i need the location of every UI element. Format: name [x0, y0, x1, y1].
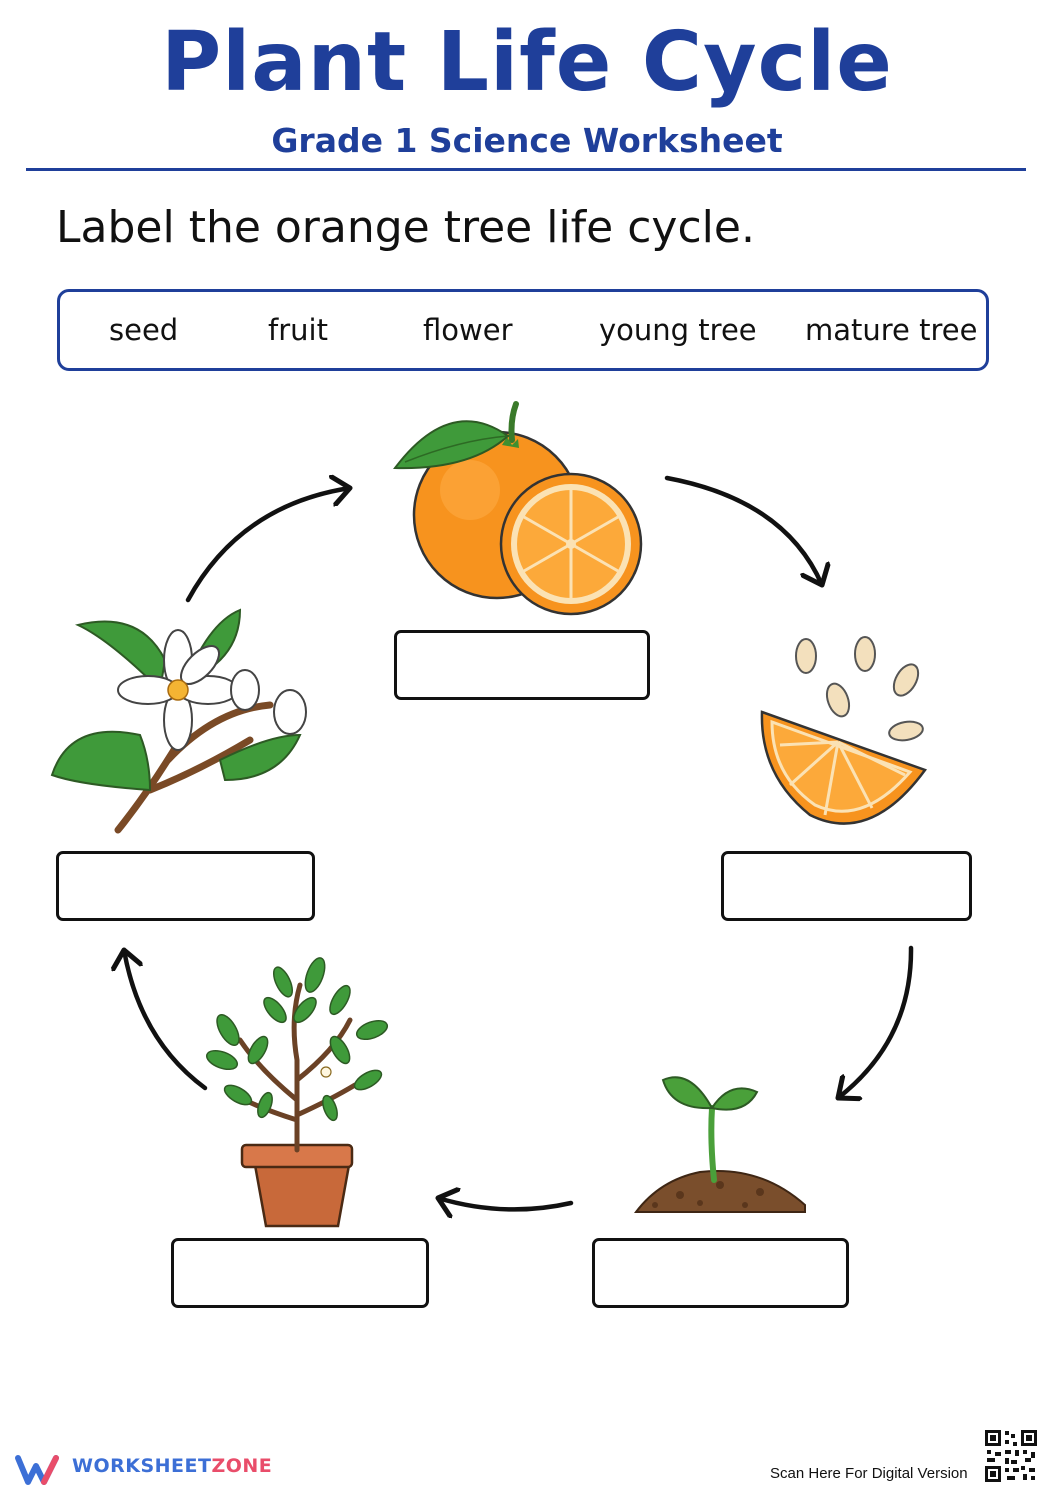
header-divider: [26, 168, 1026, 171]
worksheet-title: Plant Life Cycle: [161, 15, 893, 110]
brand-name: WORKSHEETZONE: [72, 1455, 273, 1477]
instruction-text: Label the orange tree life cycle.: [56, 202, 755, 253]
scan-here-text: Scan Here For Digital Version: [770, 1465, 968, 1482]
footer-brand[interactable]: WORKSHEETZONE: [16, 1455, 272, 1477]
word-bank-item-flower: flower: [423, 313, 513, 347]
word-bank-item-seed: seed: [109, 313, 179, 347]
seedling-illustration: [633, 1076, 806, 1213]
potted-tree-illustration: [205, 957, 389, 1228]
answer-box-seed-stage[interactable]: [721, 851, 972, 921]
word-bank: seed fruit flower young tree mature tree: [57, 289, 989, 371]
answer-box-seedling-stage[interactable]: [592, 1238, 849, 1308]
orange-seeds-illustration: [760, 636, 928, 825]
arrow-flower-to-fruit: [185, 488, 350, 603]
arrow-fruit-to-seed: [664, 475, 822, 585]
answer-box-flower-stage[interactable]: [56, 851, 315, 921]
answer-box-young-tree-stage[interactable]: [171, 1238, 429, 1308]
word-bank-item-mature-tree: mature tree: [805, 313, 978, 347]
answer-box-fruit-stage[interactable]: [394, 630, 650, 700]
arrow-seedling-to-tree: [438, 1198, 574, 1209]
qr-code-icon[interactable]: [983, 1428, 1039, 1484]
word-bank-item-fruit: fruit: [268, 313, 328, 347]
worksheetzone-logo-icon: [15, 1455, 59, 1485]
worksheet-subtitle: Grade 1 Science Worksheet: [271, 121, 783, 160]
arrow-tree-to-flower: [124, 950, 208, 1091]
orange-blossom-illustration: [50, 608, 307, 834]
word-bank-item-young-tree: young tree: [599, 313, 757, 347]
arrow-seed-to-seedling: [838, 945, 914, 1098]
orange-fruit-illustration: [393, 401, 643, 616]
